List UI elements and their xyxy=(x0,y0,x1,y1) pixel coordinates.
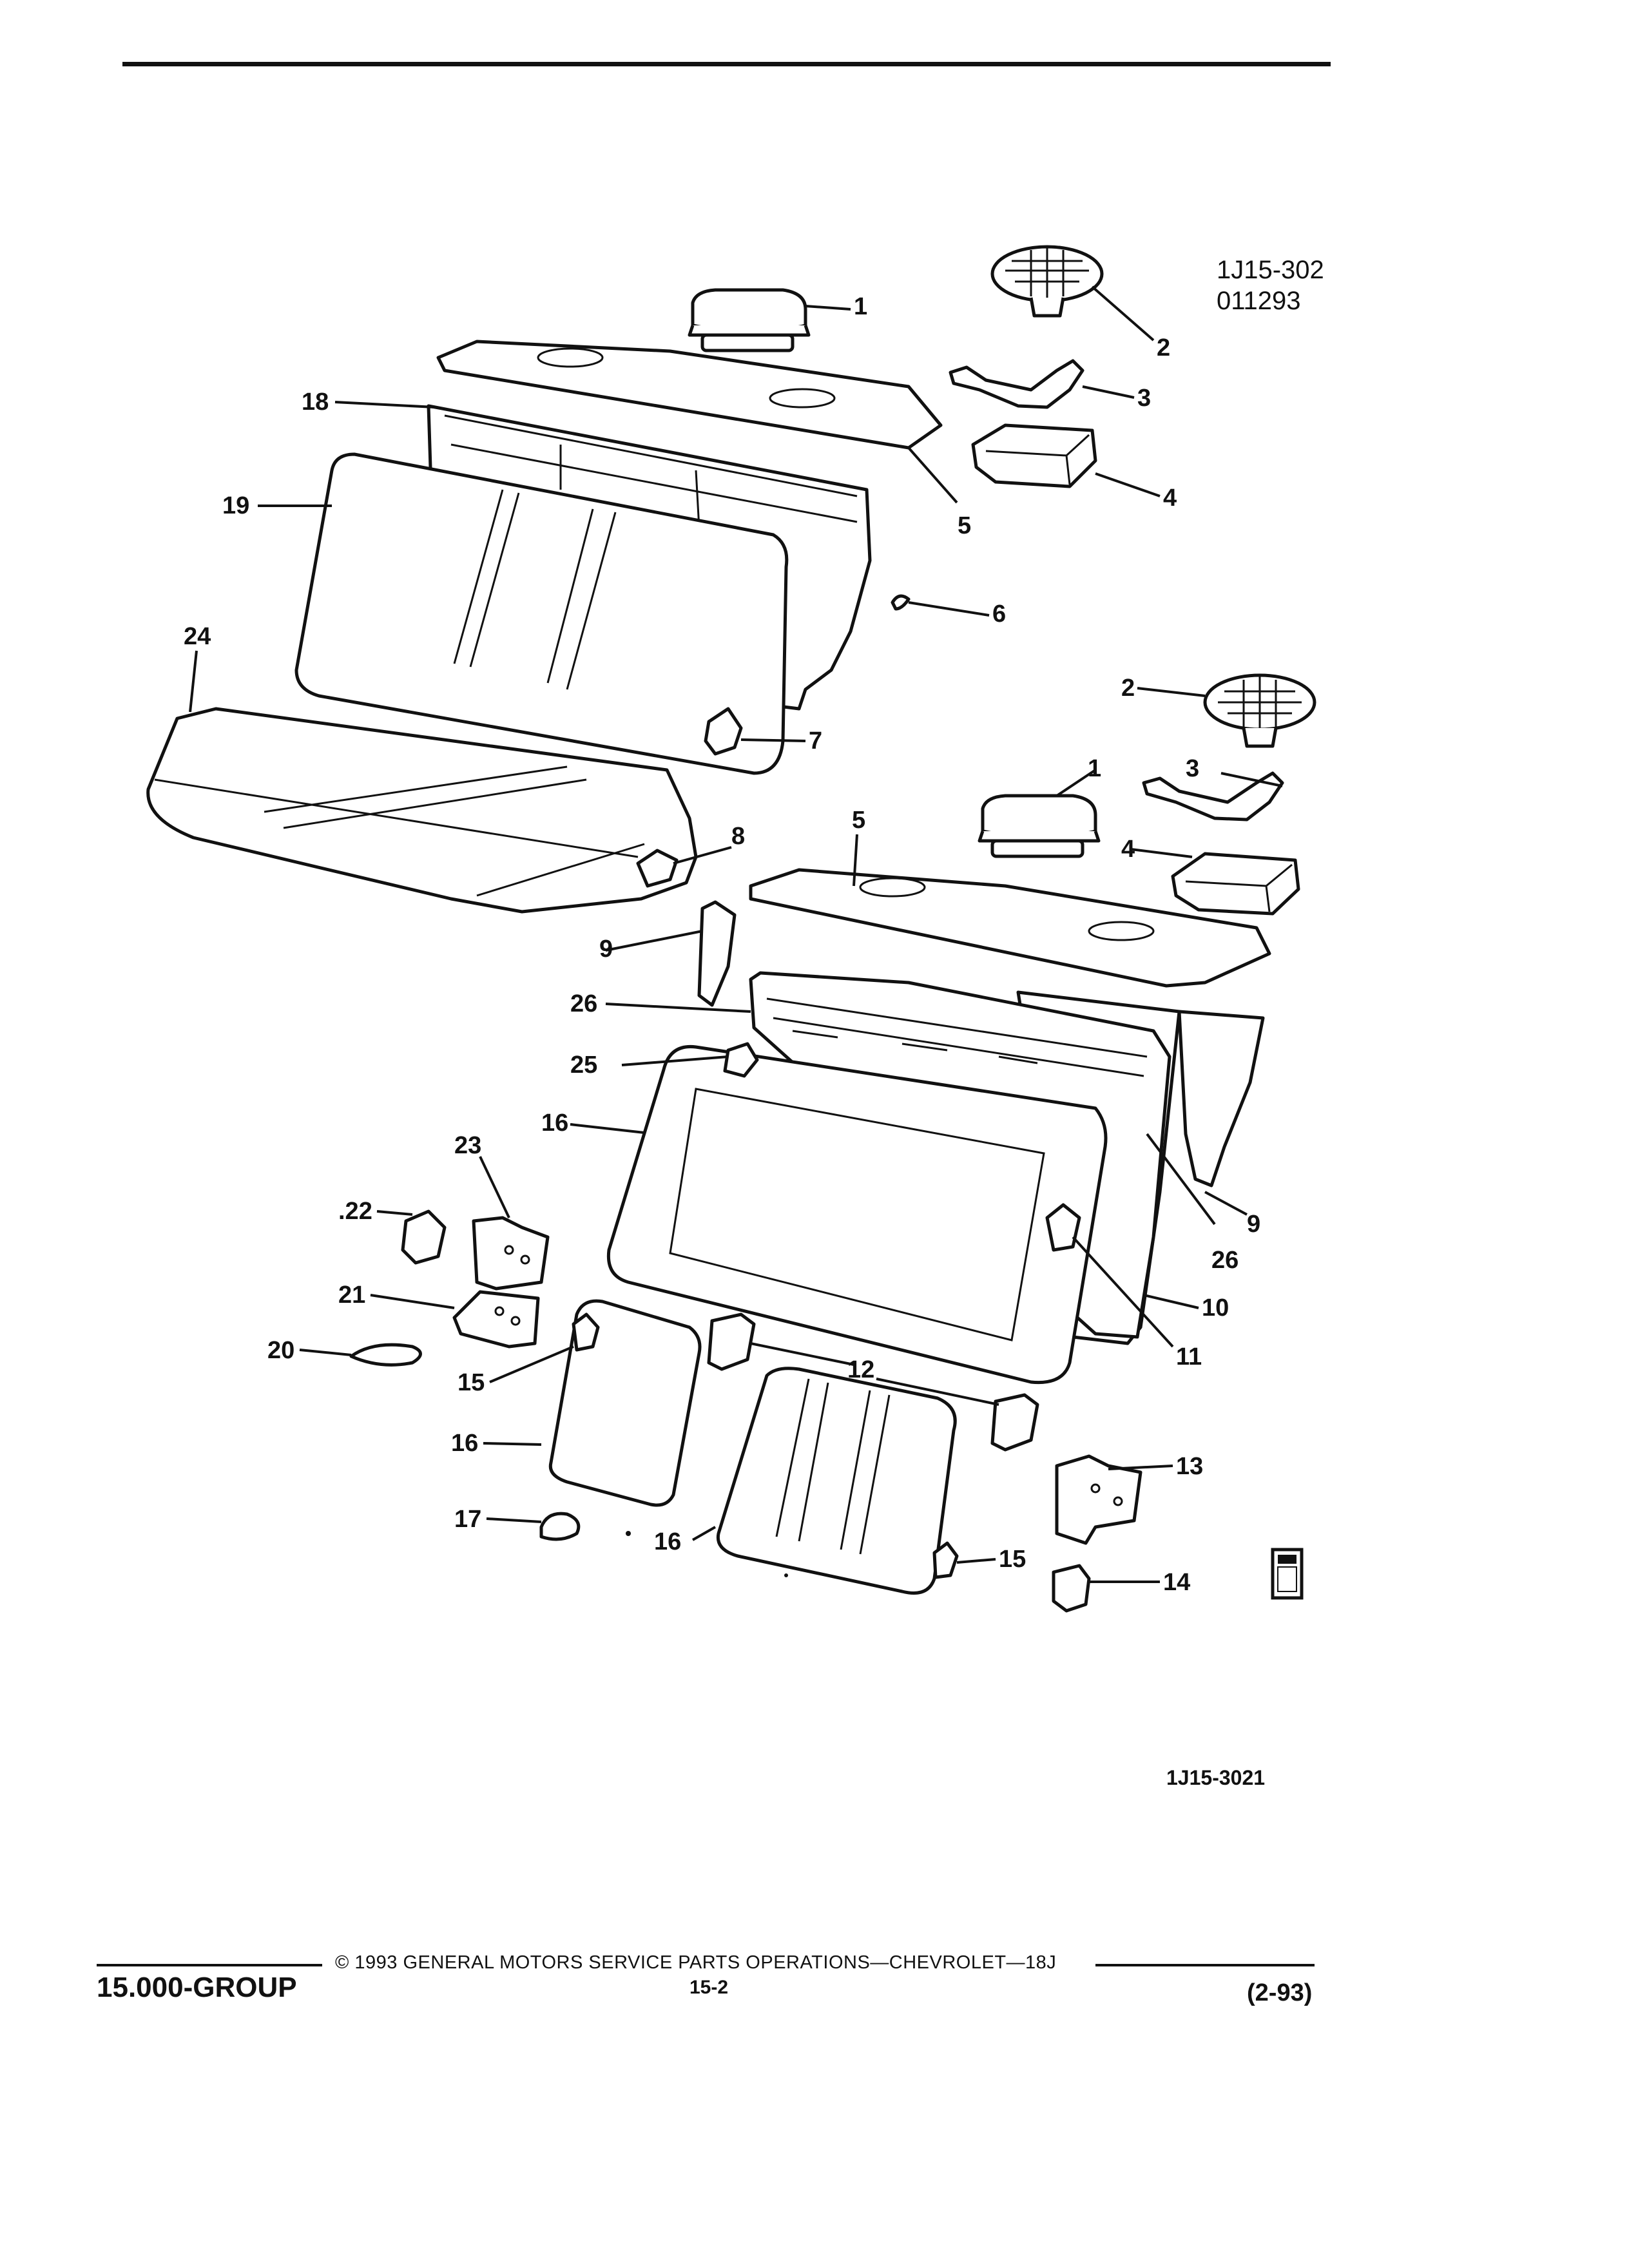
callout-26: 26 xyxy=(570,990,597,1017)
callout-4-lower: 4 xyxy=(1121,836,1135,863)
footer-rule-right xyxy=(1095,1964,1315,1966)
part-1-cap-upper xyxy=(688,288,851,352)
callout-3: 3 xyxy=(1137,385,1151,412)
part-3-bracket-lower xyxy=(1142,771,1284,822)
part-16-seat-back-cushion-large xyxy=(570,1044,1108,1385)
header-rule xyxy=(122,62,1331,66)
part-5-package-shelf-upper xyxy=(436,340,958,504)
part-16-seat-back-cushion-left xyxy=(483,1299,702,1507)
part-5-package-shelf-lower xyxy=(749,834,1271,988)
callout-9: 9 xyxy=(599,936,613,963)
part-9-side-bracket-left xyxy=(605,900,737,1007)
part-19-seat-back-cushion xyxy=(258,452,789,775)
callout-5: 5 xyxy=(958,512,971,539)
callout-15: 15 xyxy=(458,1369,485,1396)
footer-group: 15.000-GROUP xyxy=(97,1972,297,2003)
callout-6: 6 xyxy=(992,601,1006,628)
callout-16-center: 16 xyxy=(654,1528,681,1555)
callout-9-right: 9 xyxy=(1247,1211,1260,1238)
part-2-speaker-grille-lower xyxy=(1137,673,1316,748)
callout-22: .22 xyxy=(338,1198,372,1225)
callout-11: 11 xyxy=(1176,1343,1202,1370)
footer-rule-left xyxy=(97,1964,322,1966)
callout-13: 13 xyxy=(1176,1453,1203,1480)
gm-spo-logo xyxy=(1271,1548,1304,1600)
callout-3-lower: 3 xyxy=(1186,755,1199,782)
callout-10: 10 xyxy=(1202,1294,1229,1321)
part-24-seat-cushion xyxy=(146,650,698,914)
part-8-fastener xyxy=(636,846,732,888)
part-14-bracket xyxy=(1052,1564,1160,1613)
callout-18: 18 xyxy=(302,389,329,416)
callout-2: 2 xyxy=(1157,334,1170,361)
part-4-speaker-housing-lower xyxy=(1130,848,1300,916)
callout-12: 12 xyxy=(847,1356,874,1383)
callout-19: 19 xyxy=(222,492,249,519)
part-15-fastener-right xyxy=(932,1541,996,1579)
part-17-clip xyxy=(486,1512,581,1541)
part-16-seat-back-cushion-center xyxy=(692,1367,957,1595)
callout-8: 8 xyxy=(731,823,745,850)
callout-17: 17 xyxy=(454,1506,481,1533)
figure-id: 1J15-3021 xyxy=(1166,1766,1265,1789)
part-3-bracket-upper xyxy=(949,359,1135,409)
part-6-clip xyxy=(891,594,990,617)
part-12-latch-left xyxy=(707,1312,854,1371)
part-1-cap-lower xyxy=(978,769,1101,858)
part-22-bracket xyxy=(376,1209,447,1265)
callout-24: 24 xyxy=(184,623,211,650)
footer-page-number: 15-2 xyxy=(689,1977,729,1998)
drawing-code: 1J15-302 xyxy=(1217,256,1324,284)
callout-5-lower: 5 xyxy=(852,807,865,834)
drawing-date: 011293 xyxy=(1217,287,1301,315)
callout-15-right: 15 xyxy=(999,1546,1026,1573)
callout-26-right: 26 xyxy=(1211,1247,1239,1274)
callout-16: 16 xyxy=(541,1110,568,1137)
callout-23: 23 xyxy=(454,1132,481,1159)
part-4-speaker-housing-upper xyxy=(971,423,1161,497)
footer-copyright: © 1993 GENERAL MOTORS SERVICE PARTS OPER… xyxy=(335,1952,1057,1973)
callout-1-lower: 1 xyxy=(1088,755,1101,782)
part-9-side-bracket-right xyxy=(1177,1010,1265,1216)
footer-date: (2-93) xyxy=(1247,1979,1313,2006)
callout-4: 4 xyxy=(1163,485,1177,512)
callout-1: 1 xyxy=(854,293,867,320)
callout-14: 14 xyxy=(1163,1569,1190,1596)
part-23-hinge xyxy=(472,1156,550,1291)
callout-7: 7 xyxy=(809,727,822,754)
part-7-fastener xyxy=(704,707,806,756)
part-12-latch-right xyxy=(876,1378,1039,1452)
callout-16-left: 16 xyxy=(451,1430,478,1457)
part-2-speaker-grille-upper xyxy=(990,245,1155,341)
part-21-plate xyxy=(370,1290,540,1349)
part-11-fastener xyxy=(1045,1203,1174,1348)
part-25-fastener xyxy=(621,1042,759,1078)
callout-20: 20 xyxy=(267,1337,294,1364)
callout-2-lower: 2 xyxy=(1121,675,1135,702)
part-20-strap xyxy=(299,1343,422,1367)
part-15-fastener-left xyxy=(489,1312,600,1383)
part-13-hinge xyxy=(1055,1454,1173,1545)
callout-21: 21 xyxy=(338,1282,365,1309)
callout-25: 25 xyxy=(570,1052,597,1079)
